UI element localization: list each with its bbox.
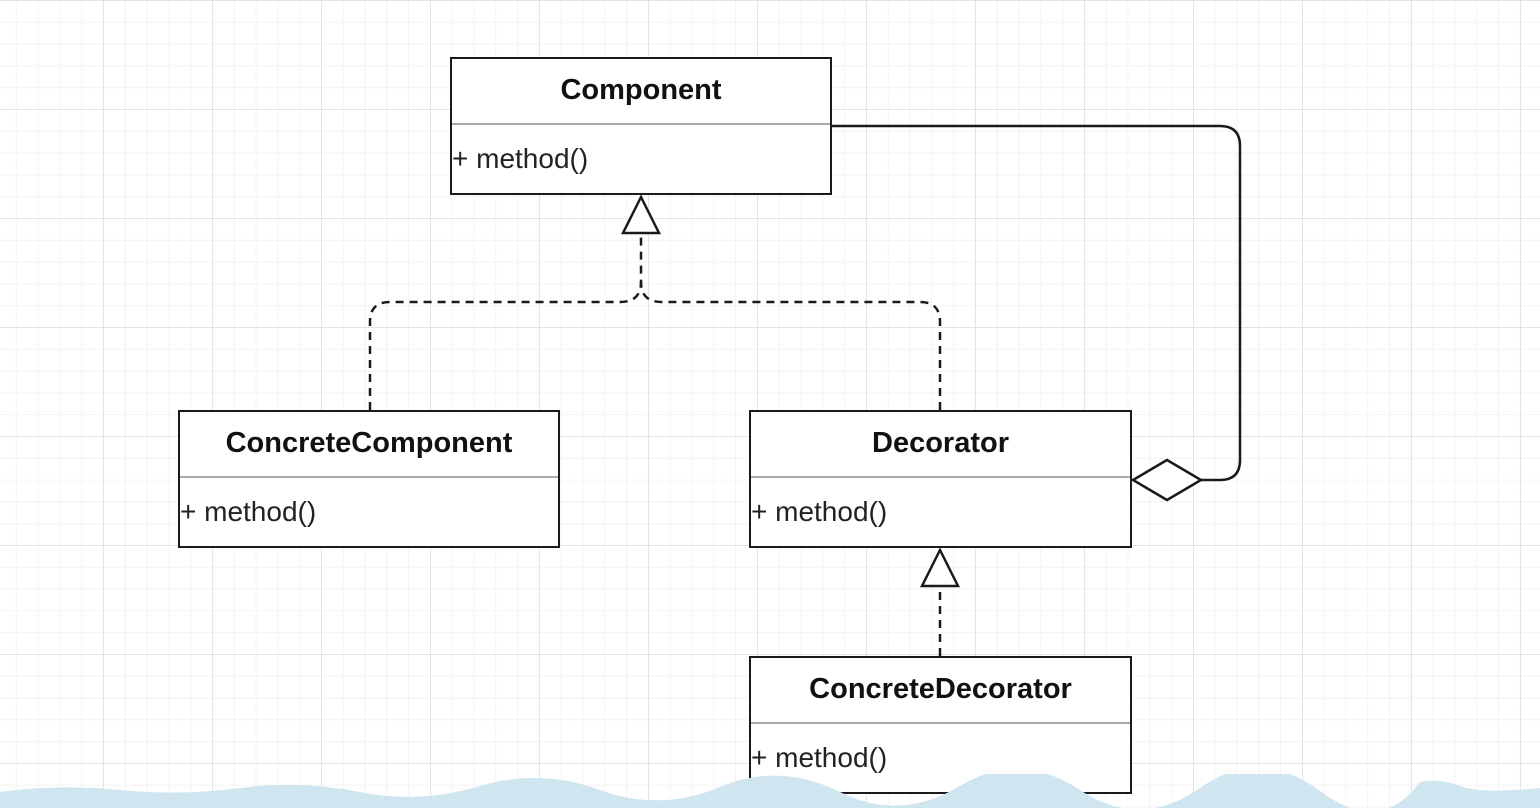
method-concrete-decorator: + method()	[751, 742, 888, 773]
aggregation-diamond	[1130, 458, 1204, 502]
class-concrete-component[interactable]: ConcreteComponent + method()	[178, 410, 560, 548]
class-name-component: Component	[452, 59, 830, 125]
bottom-wave-decoration	[0, 774, 1540, 808]
class-name-concrete-decorator: ConcreteDecorator	[751, 658, 1130, 724]
class-component[interactable]: Component + method()	[450, 57, 832, 195]
realization-arrowhead-decorator	[919, 547, 961, 588]
method-concrete-component: + method()	[180, 496, 317, 527]
realization-concretecomponent-to-component[interactable]	[368, 235, 643, 410]
class-name-concrete-component: ConcreteComponent	[180, 412, 558, 478]
class-decorator[interactable]: Decorator + method()	[749, 410, 1132, 548]
method-decorator: + method()	[751, 496, 888, 527]
realization-arrowhead-component	[620, 194, 662, 235]
realization-decorator-to-component[interactable]	[639, 281, 942, 410]
class-concrete-decorator[interactable]: ConcreteDecorator + method()	[749, 656, 1132, 794]
method-component: + method()	[452, 143, 589, 174]
class-name-decorator: Decorator	[751, 412, 1130, 478]
